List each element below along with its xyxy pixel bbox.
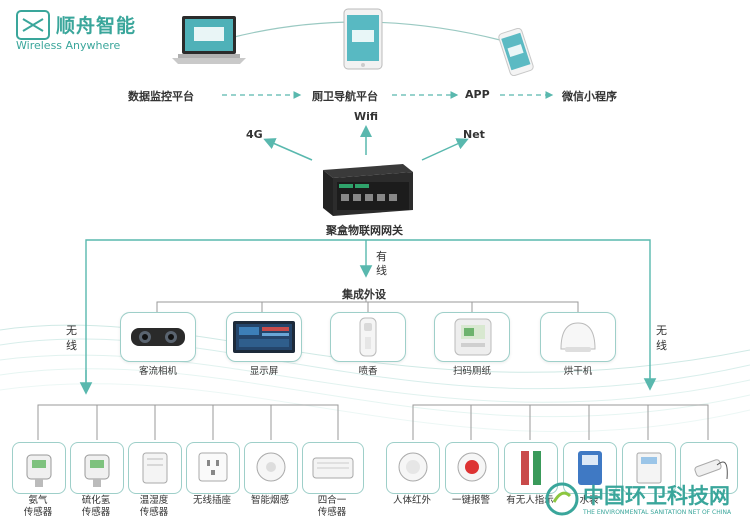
wired-label-2: 线	[376, 262, 387, 278]
peripheral-card-paper	[434, 312, 510, 362]
gas-sensor-icon	[71, 443, 123, 493]
sensor-label-alarm: 一键报警	[443, 495, 499, 507]
peripheral-card-display	[226, 312, 302, 362]
sensor-card-h2s	[70, 442, 124, 494]
wireless-right-label-1: 无	[656, 322, 667, 338]
wireless-left-label-2: 线	[66, 337, 77, 353]
watermark-subtitle: THE ENVIRONMENTAL SANITATION NET OF CHIN…	[583, 509, 731, 516]
watermark-logo-icon	[545, 482, 579, 516]
sensor-label-h2s-2: 传感器	[70, 507, 122, 519]
watermark: 中国环卫科技网 THE ENVIRONMENTAL SANITATION NET…	[545, 478, 750, 524]
wired-peripherals-title: 集成外设	[342, 286, 386, 302]
paper-dispenser-icon	[435, 313, 509, 361]
wireless-left-label-1: 无	[66, 322, 77, 338]
socket-icon	[187, 443, 239, 493]
peripheral-card-fragrance	[330, 312, 406, 362]
sensor-card-temp-humidity	[128, 442, 182, 494]
peripheral-label-display: 显示屏	[226, 366, 302, 378]
hand-dryer-icon	[541, 313, 615, 361]
sensor-card-pir	[386, 442, 440, 494]
sensor-label-pir: 人体红外	[384, 495, 440, 507]
sensor-card-ammonia	[12, 442, 66, 494]
peripheral-label-paper: 扫码厕纸	[434, 366, 510, 378]
sensor-label-ammonia-2: 传感器	[12, 507, 64, 519]
sensor-label-temp-1: 温湿度	[128, 495, 180, 507]
peripheral-card-dryer	[540, 312, 616, 362]
sensor-card-socket	[186, 442, 240, 494]
thermometer-icon	[129, 443, 181, 493]
sensor-card-smoke	[244, 442, 298, 494]
gas-sensor-icon	[13, 443, 65, 493]
camera-icon	[121, 313, 195, 361]
sensor-label-smoke-1: 智能烟感	[244, 495, 296, 507]
peripheral-label-fragrance: 喷香	[330, 366, 406, 378]
fragrance-dispenser-icon	[331, 313, 405, 361]
sensor-card-four-in-one	[302, 442, 364, 494]
multi-sensor-icon	[303, 443, 363, 493]
sensor-label-fourin1-1: 四合一	[302, 495, 362, 507]
watermark-title: 中国环卫科技网	[583, 480, 730, 510]
smoke-detector-icon	[245, 443, 297, 493]
sensor-label-ammonia-1: 氨气	[12, 495, 64, 507]
display-screen-icon	[227, 313, 301, 361]
sensor-label-fourin1-2: 传感器	[302, 507, 362, 519]
motion-sensor-icon	[387, 443, 439, 493]
peripheral-card-camera	[120, 312, 196, 362]
sensor-label-temp-2: 传感器	[128, 507, 180, 519]
peripheral-label-camera: 客流相机	[120, 366, 196, 378]
sensor-label-h2s-1: 硫化氢	[70, 495, 122, 507]
sensor-label-socket-1: 无线插座	[186, 495, 238, 507]
peripheral-label-dryer: 烘干机	[540, 366, 616, 378]
sensor-card-alarm	[445, 442, 499, 494]
alarm-button-icon	[446, 443, 498, 493]
wireless-right-label-2: 线	[656, 337, 667, 353]
